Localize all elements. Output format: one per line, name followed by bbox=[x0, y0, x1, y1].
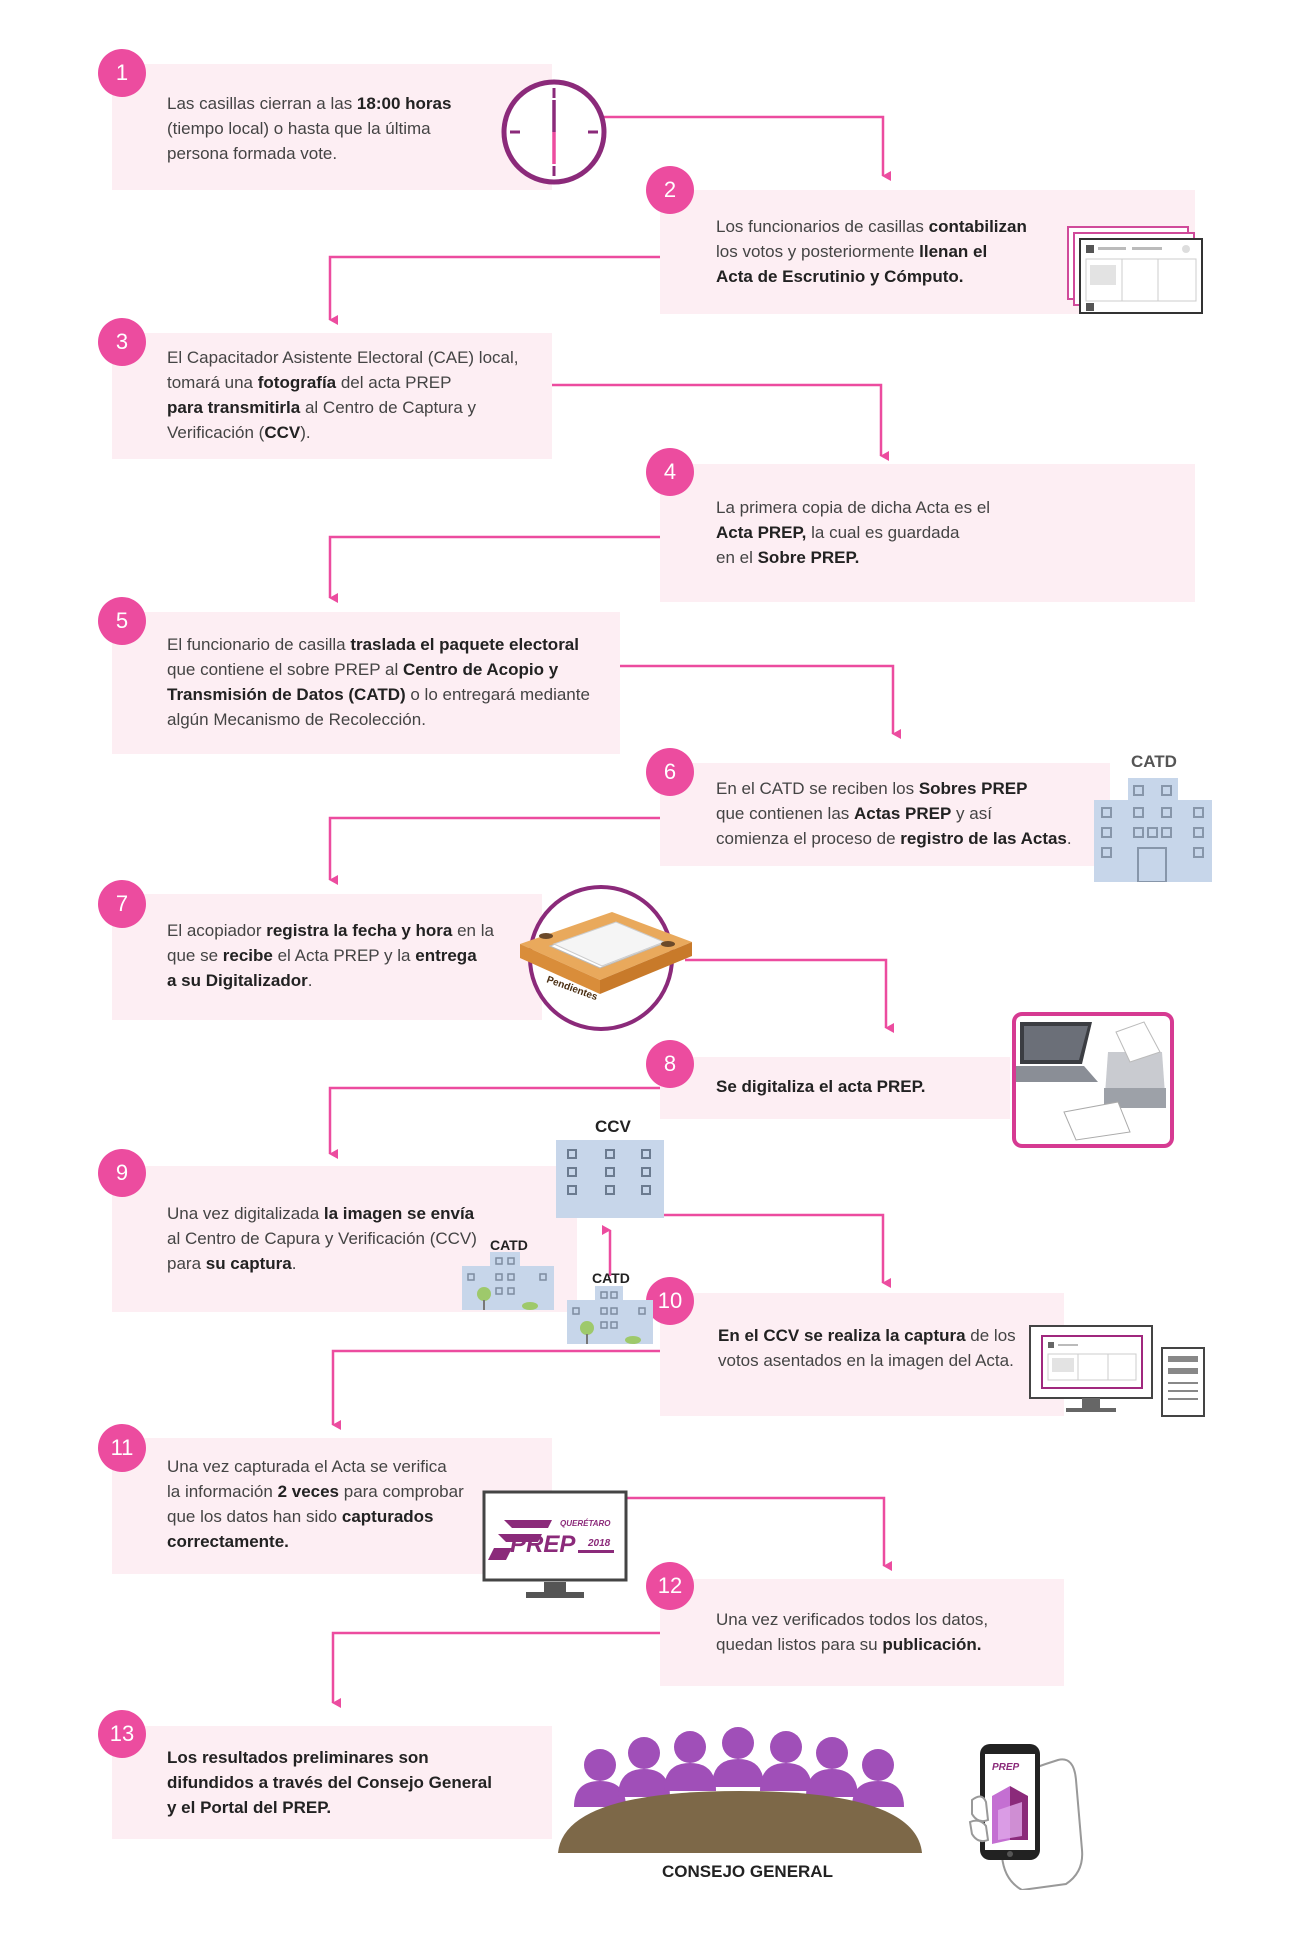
ccv-building-icon bbox=[556, 1140, 664, 1218]
step-4-box bbox=[660, 464, 1195, 602]
phone-hand-icon: PREP bbox=[968, 1744, 1084, 1890]
catd-label-left: CATD bbox=[490, 1237, 528, 1253]
step-7-badge: 7 bbox=[98, 880, 146, 928]
step-8-badge: 8 bbox=[646, 1040, 694, 1088]
scanner-laptop-icon bbox=[1012, 1012, 1174, 1148]
step-1-box bbox=[112, 64, 552, 190]
arrow-8-9 bbox=[328, 1086, 660, 1159]
arrow-10-11 bbox=[331, 1349, 660, 1430]
monitor-capture-icon bbox=[1029, 1325, 1205, 1417]
step-12-badge: 12 bbox=[646, 1562, 694, 1610]
prep-monitor-icon: QUERÉTARO PREP 2018 bbox=[482, 1490, 628, 1598]
step-7-text: El acopiador registra la fecha y hora en… bbox=[167, 921, 494, 990]
arrow-3-4 bbox=[552, 383, 889, 461]
step-7-box bbox=[112, 894, 542, 1020]
catd-label-top: CATD bbox=[1131, 752, 1177, 771]
prep-small-text: QUERÉTARO bbox=[560, 1519, 611, 1528]
arrow-11-12 bbox=[620, 1496, 892, 1571]
step-4-badge: 4 bbox=[646, 448, 694, 496]
step-13-box bbox=[112, 1726, 552, 1839]
step-10-box bbox=[660, 1293, 1064, 1416]
step-1-badge: 1 bbox=[98, 49, 146, 97]
step-5-box bbox=[112, 612, 620, 754]
catd-building-icon bbox=[1094, 778, 1212, 882]
arrow-6-7 bbox=[328, 816, 660, 885]
arrow-ccv-10 bbox=[660, 1213, 891, 1288]
step-11-box bbox=[112, 1438, 552, 1574]
step-1-text: Las casillas cierran a las 18:00 horas(t… bbox=[167, 94, 452, 163]
step-8-box bbox=[660, 1057, 1010, 1119]
phone-prep-text: PREP bbox=[992, 1762, 1020, 1773]
consejo-general-label: CONSEJO GENERAL bbox=[662, 1862, 833, 1881]
step-10-badge: 10 bbox=[646, 1277, 694, 1325]
ccv-label: CCV bbox=[595, 1117, 631, 1136]
catd-right-building-icon bbox=[567, 1286, 653, 1344]
step-2-badge: 2 bbox=[646, 166, 694, 214]
step-13-badge: 13 bbox=[98, 1710, 146, 1758]
arrow-5-6 bbox=[618, 664, 901, 739]
acta-document-icon bbox=[1067, 226, 1203, 314]
step-3-box bbox=[112, 333, 552, 459]
step-6-badge: 6 bbox=[646, 748, 694, 796]
arrow-12-13 bbox=[331, 1631, 660, 1708]
clock-icon bbox=[501, 79, 607, 185]
step-6-box bbox=[660, 763, 1110, 866]
catd-label-right: CATD bbox=[592, 1270, 630, 1286]
arrow-7-8 bbox=[685, 958, 894, 1033]
step-9-badge: 9 bbox=[98, 1149, 146, 1197]
step-5-badge: 5 bbox=[98, 597, 146, 645]
step-3-badge: 3 bbox=[98, 318, 146, 366]
prep-logo-text: PREP bbox=[510, 1531, 576, 1558]
step-2-text: Los funcionarios de casillas contabiliza… bbox=[716, 217, 1027, 286]
catd-left-building-icon bbox=[462, 1252, 554, 1310]
arrow-4-5 bbox=[328, 535, 660, 603]
arrow-2-3 bbox=[328, 255, 660, 325]
step-3-text: El Capacitador Asistente Electoral (CAE)… bbox=[167, 348, 519, 442]
arrow-1-2 bbox=[600, 115, 891, 181]
step-11-badge: 11 bbox=[98, 1424, 146, 1472]
step-12-text: Una vez verificados todos los datos,qued… bbox=[716, 1610, 989, 1654]
consejo-general-icon bbox=[558, 1727, 922, 1853]
step-5-text: El funcionario de casilla traslada el pa… bbox=[167, 635, 590, 729]
step-12-box bbox=[660, 1579, 1064, 1686]
tray-icon: Pendientes bbox=[520, 885, 692, 1031]
prep-year-text: 2018 bbox=[587, 1538, 611, 1549]
step-8-text: Se digitaliza el acta PREP. bbox=[716, 1077, 926, 1096]
